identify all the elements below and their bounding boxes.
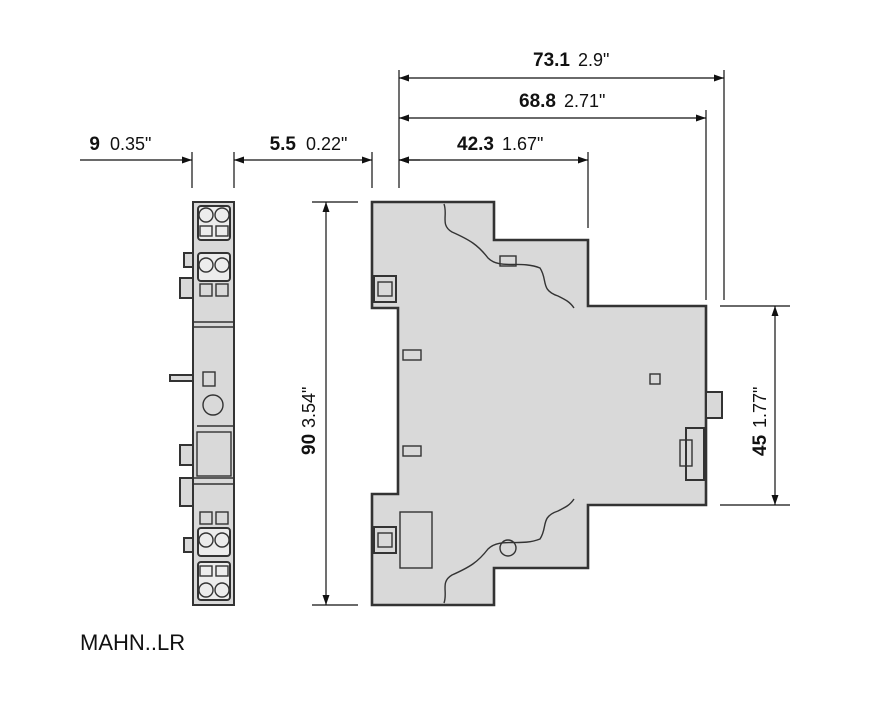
dim-overall-width: 73.1 2.9" — [399, 50, 724, 82]
dim-side-width: 9 0.35" — [80, 134, 264, 164]
front-view — [370, 200, 723, 607]
dim-rail-width-inch: 2.71" — [564, 91, 605, 111]
dim-front-depth-inch: 1.67" — [502, 134, 543, 154]
dim-front-depth-mm: 42.3 — [457, 134, 494, 155]
dim-gap: 5.5 0.22" — [264, 134, 420, 164]
model-caption: MAHN..LR — [80, 630, 185, 655]
dim-front-height-mm: 45 — [750, 434, 771, 456]
dim-rail-width-mm: 68.8 — [519, 91, 556, 112]
dim-rail-width: 68.8 2.71" — [399, 91, 706, 122]
dim-front-height: 45 1.77" — [750, 306, 779, 505]
dim-overall-width-inch: 2.9" — [578, 50, 609, 70]
dim-height: 90 3.54" — [299, 202, 330, 605]
dim-front-height-inch: 1.77" — [750, 387, 770, 428]
dim-height-mm: 90 — [299, 434, 320, 455]
side-view — [169, 201, 235, 606]
dim-overall-width-mm: 73.1 — [533, 50, 570, 71]
dim-front-depth: 42.3 1.67" — [399, 134, 588, 164]
dim-gap-inch: 0.22" — [306, 134, 347, 154]
top-terminals — [197, 205, 231, 297]
dim-side-width-inch: 0.35" — [110, 134, 151, 154]
bottom-terminals — [197, 511, 231, 601]
dim-gap-mm: 5.5 — [270, 134, 297, 155]
dim-side-width-mm: 9 — [89, 134, 100, 155]
dim-height-inch: 3.54" — [299, 387, 319, 428]
